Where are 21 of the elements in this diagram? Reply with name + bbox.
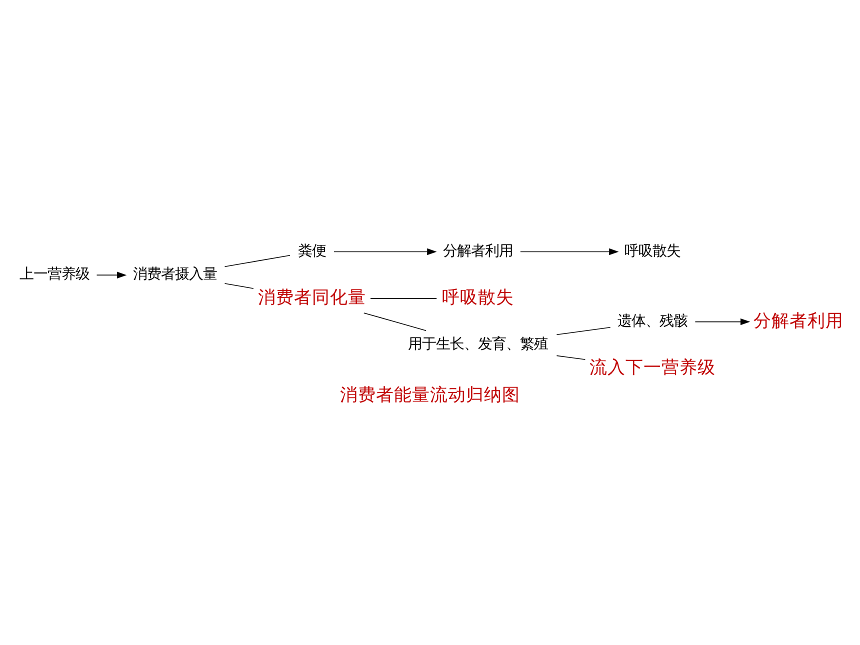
connector — [224, 282, 254, 288]
caption: 消费者能量流动归纳图 — [340, 384, 520, 405]
node-text: 消费者摄入量 — [133, 266, 218, 282]
node-text: 呼吸散失 — [442, 287, 514, 308]
arrow — [96, 271, 127, 278]
arrow — [694, 318, 750, 325]
node-text: 呼吸散失 — [624, 242, 681, 259]
connector — [556, 326, 611, 335]
node-text: 流入下一营养级 — [590, 358, 716, 378]
connector — [556, 354, 586, 360]
node-text: 粪便 — [298, 242, 326, 259]
arrow — [334, 248, 437, 255]
node-text: 分解者利用 — [442, 242, 513, 259]
connector — [364, 312, 426, 331]
arrow — [520, 248, 619, 255]
node-text: 上一营养级 — [19, 266, 90, 282]
node-text: 用于生长、发育、繁殖 — [408, 336, 548, 352]
node-text: 遗体、残骸 — [618, 312, 688, 329]
node-text: 分解者利用 — [753, 310, 844, 331]
node-text: 消费者同化量 — [258, 287, 366, 308]
connector — [224, 254, 290, 267]
